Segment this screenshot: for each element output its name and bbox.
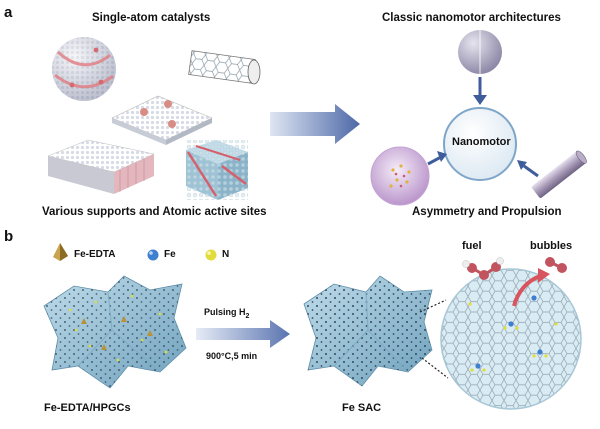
- sac-graphene-sheet: [111, 95, 213, 145]
- janus-sphere: [458, 30, 502, 74]
- arrow-tube-to-motor: [523, 164, 539, 178]
- sac-cube-support: [186, 140, 248, 200]
- condition-pulsing-h2: Pulsing H2: [204, 307, 249, 320]
- pyramid-icon: [53, 243, 68, 261]
- condition-pulsing-text: Pulsing H: [204, 307, 246, 317]
- arrow-vesicle-to-motor: [427, 155, 442, 166]
- yellow-sphere-icon: [205, 249, 217, 261]
- asymmetry-caption: Asymmetry and Propulsion: [412, 206, 562, 218]
- sac-sphere-support: [52, 37, 116, 101]
- zoom-line-top: [419, 299, 447, 313]
- fuel-label: fuel: [462, 240, 482, 252]
- tubular-motor: [531, 150, 587, 198]
- panel-label-a: a: [4, 4, 13, 21]
- reaction-arrow-head: [538, 268, 550, 283]
- arrow-b: [196, 320, 290, 348]
- vesicle-motor: [370, 146, 430, 206]
- zoom-line-bottom: [421, 357, 449, 379]
- bubbles-molecule-icon: [545, 257, 567, 273]
- panel-label-b: b: [4, 228, 14, 245]
- single-atom-catalysts-title: Single-atom catalysts: [92, 12, 211, 24]
- condition-h2-subscript: 2: [245, 312, 250, 320]
- reaction-arrow: [512, 274, 541, 307]
- sac-slab-support: [47, 139, 155, 194]
- arrow-a: [270, 104, 360, 144]
- nanomotor-circle: [443, 107, 517, 181]
- fe-sac-caption: Fe SAC: [342, 402, 382, 414]
- bubbles-label: bubbles: [530, 240, 573, 252]
- condition-temperature: 900°C,5 min: [206, 351, 258, 361]
- fe-sac-particle: [303, 275, 433, 387]
- classic-nanomotor-title: Classic nanomotor architectures: [382, 12, 561, 24]
- supports-caption: Various supports and Atomic active sites: [42, 206, 267, 218]
- arrow-head-janus: [473, 95, 487, 105]
- blue-sphere-icon: [147, 249, 159, 261]
- hpgc-particle: [43, 275, 187, 389]
- fuel-molecule-icon: [462, 257, 504, 280]
- legend-fe-label: Fe: [164, 249, 176, 260]
- sac-nanotube-support: [188, 50, 261, 85]
- nanomotor-label: Nanomotor: [452, 136, 511, 148]
- arrow-head-vesicle: [437, 151, 447, 162]
- fe-edta-hpgcs-caption: Fe-EDTA/HPGCs: [44, 402, 131, 414]
- arrow-head-tube: [517, 160, 527, 170]
- fe-sac-lattice-zoom: [440, 268, 582, 410]
- legend-n-label: N: [222, 249, 230, 260]
- legend-fe-edta-label: Fe-EDTA: [74, 249, 116, 260]
